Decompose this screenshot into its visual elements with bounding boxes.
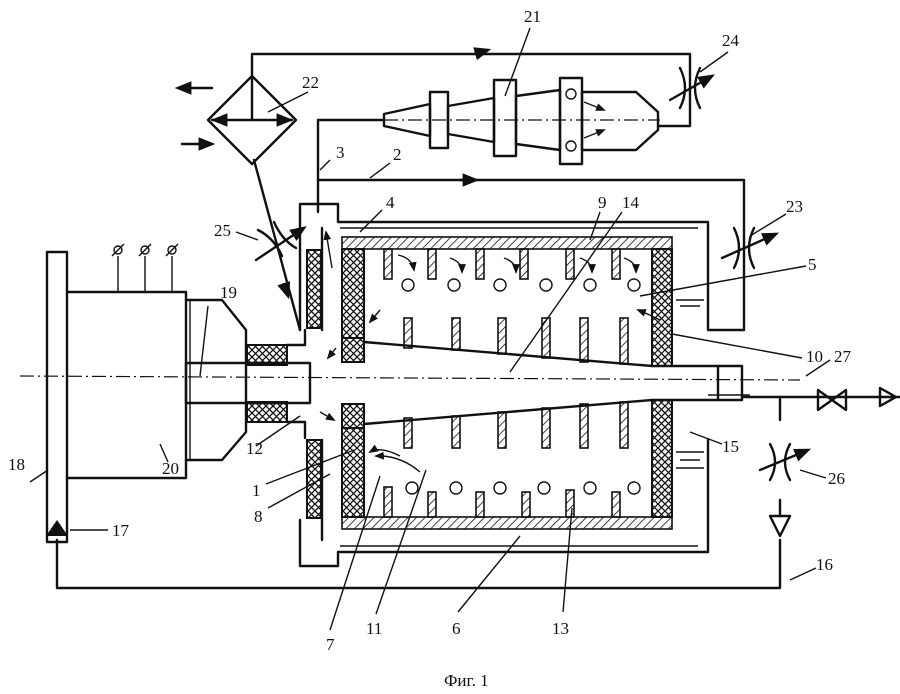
left-seal-lower [306,439,322,519]
label-18: 18 [8,455,25,474]
terminals [111,243,179,292]
label-4: 4 [386,193,395,212]
label-2: 2 [393,145,402,164]
leader-lines [29,27,831,631]
shaft [184,328,312,440]
flow-arrows [319,230,661,473]
figure-caption: Фиг. 1 [444,671,489,690]
drum-top-wall [341,236,673,250]
label-21: 21 [524,7,541,26]
liquid-zone [676,299,704,469]
label-25: 25 [214,221,231,240]
label-10: 10 [806,347,823,366]
left-seal-upper [306,249,322,329]
outer-casing [298,202,710,568]
baffles [383,248,641,518]
label-13: 13 [552,619,569,638]
seal-lower [246,401,288,423]
label-6: 6 [452,619,461,638]
label-23: 23 [786,197,803,216]
label-14: 14 [622,193,640,212]
rotor-drum [306,236,674,530]
valve-27 [816,388,848,412]
label-26: 26 [828,469,845,488]
label-7: 7 [326,635,335,654]
label-22: 22 [302,73,319,92]
label-3: 3 [336,143,345,162]
compressor-21 [382,76,660,166]
throttle-25 [254,220,307,262]
throttle-26 [758,442,812,482]
label-15: 15 [722,437,739,456]
label-8: 8 [254,507,263,526]
base-plate [45,250,69,544]
part-labels: 21 24 22 3 2 4 9 14 23 25 5 19 10 27 15 … [8,7,852,654]
drain-arrow [768,514,792,538]
label-17: 17 [112,521,130,540]
label-27: 27 [834,347,852,366]
throttle-24 [668,66,715,110]
label-16: 16 [816,555,833,574]
motor-flange [184,298,248,462]
motor-assembly [45,243,248,544]
label-11: 11 [366,619,382,638]
label-12: 12 [246,439,263,458]
cone-body [362,340,654,426]
check-valve-17 [46,520,68,536]
label-20: 20 [162,459,179,478]
seal-upper [246,344,288,366]
label-24: 24 [722,31,740,50]
motor-body [65,290,188,480]
label-19: 19 [220,283,237,302]
throttle-23 [720,226,780,270]
label-1: 1 [252,481,261,500]
drum-bottom-wall [341,516,673,530]
label-5: 5 [808,255,817,274]
label-9: 9 [598,193,607,212]
